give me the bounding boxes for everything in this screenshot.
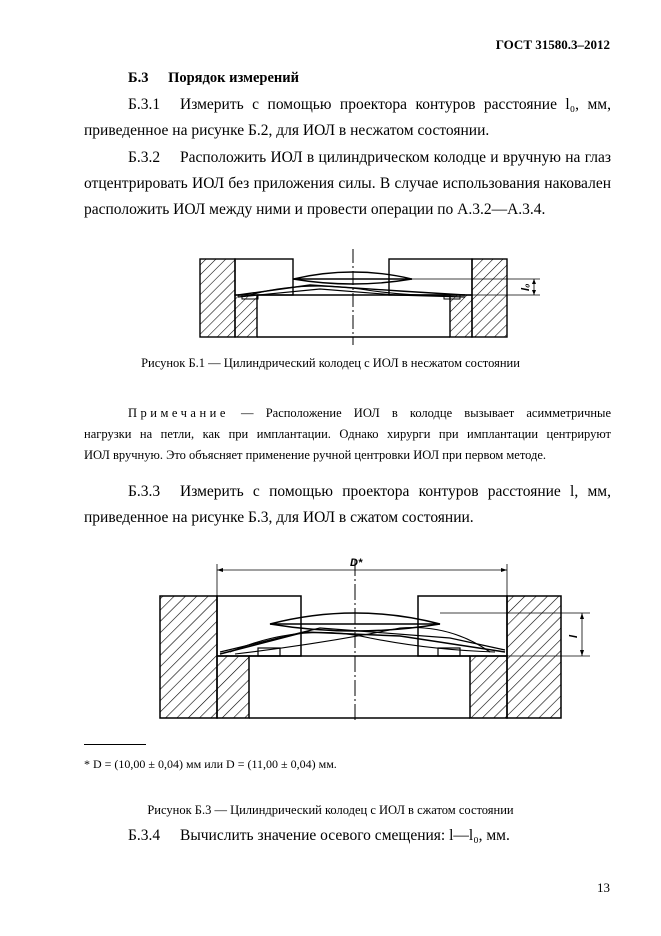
paragraph-b-3-4: Б.3.4 Вычислить значение осевого смещения…: [84, 823, 611, 849]
footnote-separator: [84, 744, 146, 745]
figure-b-1-caption: Рисунок Б.1 — Цилиндрический колодец с И…: [141, 356, 520, 370]
paragraph-line: Измерить с помощью проектора контуров ра…: [180, 96, 611, 113]
note-line: — Расположение ИОЛ в колодце вызывает ас…: [241, 406, 612, 420]
paragraph-b-3-2: Б.3.2 Расположить ИОЛ в цилиндрическом ко…: [84, 145, 611, 223]
paragraph-number: Б.3.3: [128, 483, 161, 500]
note-line: ИОЛ вручную. Это объясняет применение ру…: [84, 448, 547, 462]
paragraph-line: отцентрировать ИОЛ без приложения силы. …: [84, 175, 611, 192]
paragraph-line: приведенное на рисунке Б.2, для ИОЛ в не…: [84, 122, 490, 139]
section-title: Порядок измерений: [168, 70, 299, 86]
left-wall: [199, 258, 236, 338]
figure-b-3-caption: Рисунок Б.3 — Цилиндрический колодец с И…: [147, 803, 514, 817]
paragraph-line: Вычислить значение осевого смещения: l—l…: [180, 827, 510, 844]
dimension-l0-label: l₀: [520, 284, 532, 291]
paragraph-line: приведенное на рисунке Б.3, для ИОЛ в сж…: [84, 509, 474, 526]
lens-haptic: [219, 631, 506, 655]
right-wall: [506, 595, 562, 719]
paragraph-number: Б.3.4: [128, 827, 161, 844]
paragraph-number: Б.3.2: [128, 149, 161, 166]
section-heading: Б.3 Порядок измерений: [128, 70, 299, 87]
lens-optic: [269, 612, 441, 625]
section-number: Б.3: [128, 70, 149, 86]
note-label: Примечание: [128, 406, 229, 420]
figure-b-3-diagram: D* l: [159, 557, 590, 722]
footnote: * D = (10,00 ± 0,04) мм или D = (11,00 ±…: [84, 757, 337, 771]
lens-optic: [292, 271, 413, 280]
left-wall: [159, 595, 218, 719]
paragraph-number: Б.3.1: [128, 96, 161, 113]
paragraph-b-3-3: Б.3.3 Измерить с помощью проектора контур…: [84, 479, 611, 531]
dimension-l-label: l: [568, 634, 580, 638]
dimension-d-label: D*: [350, 557, 363, 569]
paragraph-line: Расположить ИОЛ в цилиндрическом колодце…: [180, 149, 611, 166]
figure-b-1-diagram: l₀: [199, 249, 540, 345]
document-header: ГОСТ 31580.3–2012: [495, 37, 610, 52]
paragraph-line: Измерить с помощью проектора контуров ра…: [180, 483, 611, 500]
note: Примечание — Расположение ИОЛ в колодце …: [84, 403, 611, 466]
note-line: нагрузки на петли, как при имплантации. …: [84, 427, 611, 441]
page-number: 13: [597, 880, 610, 895]
right-wall: [471, 258, 508, 338]
paragraph-b-3-1: Б.3.1 Измерить с помощью проектора контур…: [84, 92, 611, 144]
paragraph-line: расположить ИОЛ между ними и провести оп…: [84, 201, 546, 218]
